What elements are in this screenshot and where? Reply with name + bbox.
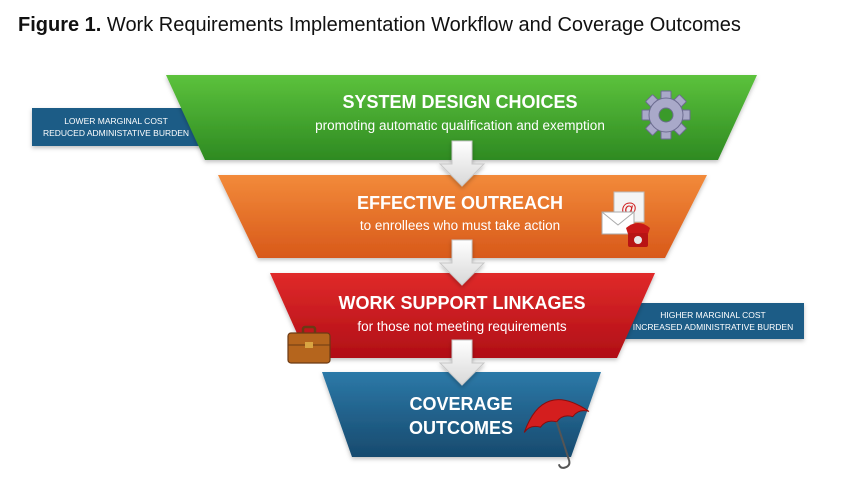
figure-title: Figure 1. Work Requirements Implementati…: [18, 14, 741, 37]
tier-1-title: SYSTEM DESIGN CHOICES: [342, 92, 577, 112]
figure-label: Figure 1.: [18, 14, 102, 36]
tier-3-title: WORK SUPPORT LINKAGES: [338, 293, 585, 313]
gear-icon: [641, 90, 691, 140]
umbrella-icon: [523, 399, 590, 469]
tier-3-subtitle: for those not meeting requirements: [357, 319, 567, 334]
tier-4-title-line2: OUTCOMES: [409, 418, 513, 438]
tier-work-support: WORK SUPPORT LINKAGES for those not meet…: [270, 273, 655, 364]
left-note-line2: REDUCED ADMINISTATIVE BURDEN: [43, 128, 189, 138]
left-note-box: LOWER MARGINAL COST REDUCED ADMINISTATIV…: [32, 108, 210, 146]
tier-effective-outreach: EFFECTIVE OUTREACH to enrollees who must…: [218, 175, 707, 258]
figure-title-text: Work Requirements Implementation Workflo…: [106, 14, 741, 36]
tier-2-title: EFFECTIVE OUTREACH: [357, 193, 563, 213]
right-note-line2: INCREASED ADMINISTRATIVE BURDEN: [633, 322, 793, 332]
tier-coverage-outcomes: COVERAGE OUTCOMES: [322, 372, 601, 469]
right-note-box: HIGHER MARGINAL COST INCREASED ADMINISTR…: [622, 303, 804, 339]
right-note-line1: HIGHER MARGINAL COST: [660, 310, 765, 320]
tier-4-title-line1: COVERAGE: [409, 394, 512, 414]
arrow-1-to-2: [438, 140, 486, 187]
tier-1-subtitle: promoting automatic qualification and ex…: [315, 118, 605, 133]
arrow-2-to-3: [438, 239, 486, 286]
left-note-line1: LOWER MARGINAL COST: [64, 116, 168, 126]
tier-2-subtitle: to enrollees who must take action: [360, 218, 560, 233]
briefcase-icon: [287, 325, 331, 364]
arrow-3-to-4: [438, 339, 486, 386]
tier-system-design: SYSTEM DESIGN CHOICES promoting automati…: [166, 75, 757, 160]
mail-phone-icon: @: [601, 191, 650, 247]
